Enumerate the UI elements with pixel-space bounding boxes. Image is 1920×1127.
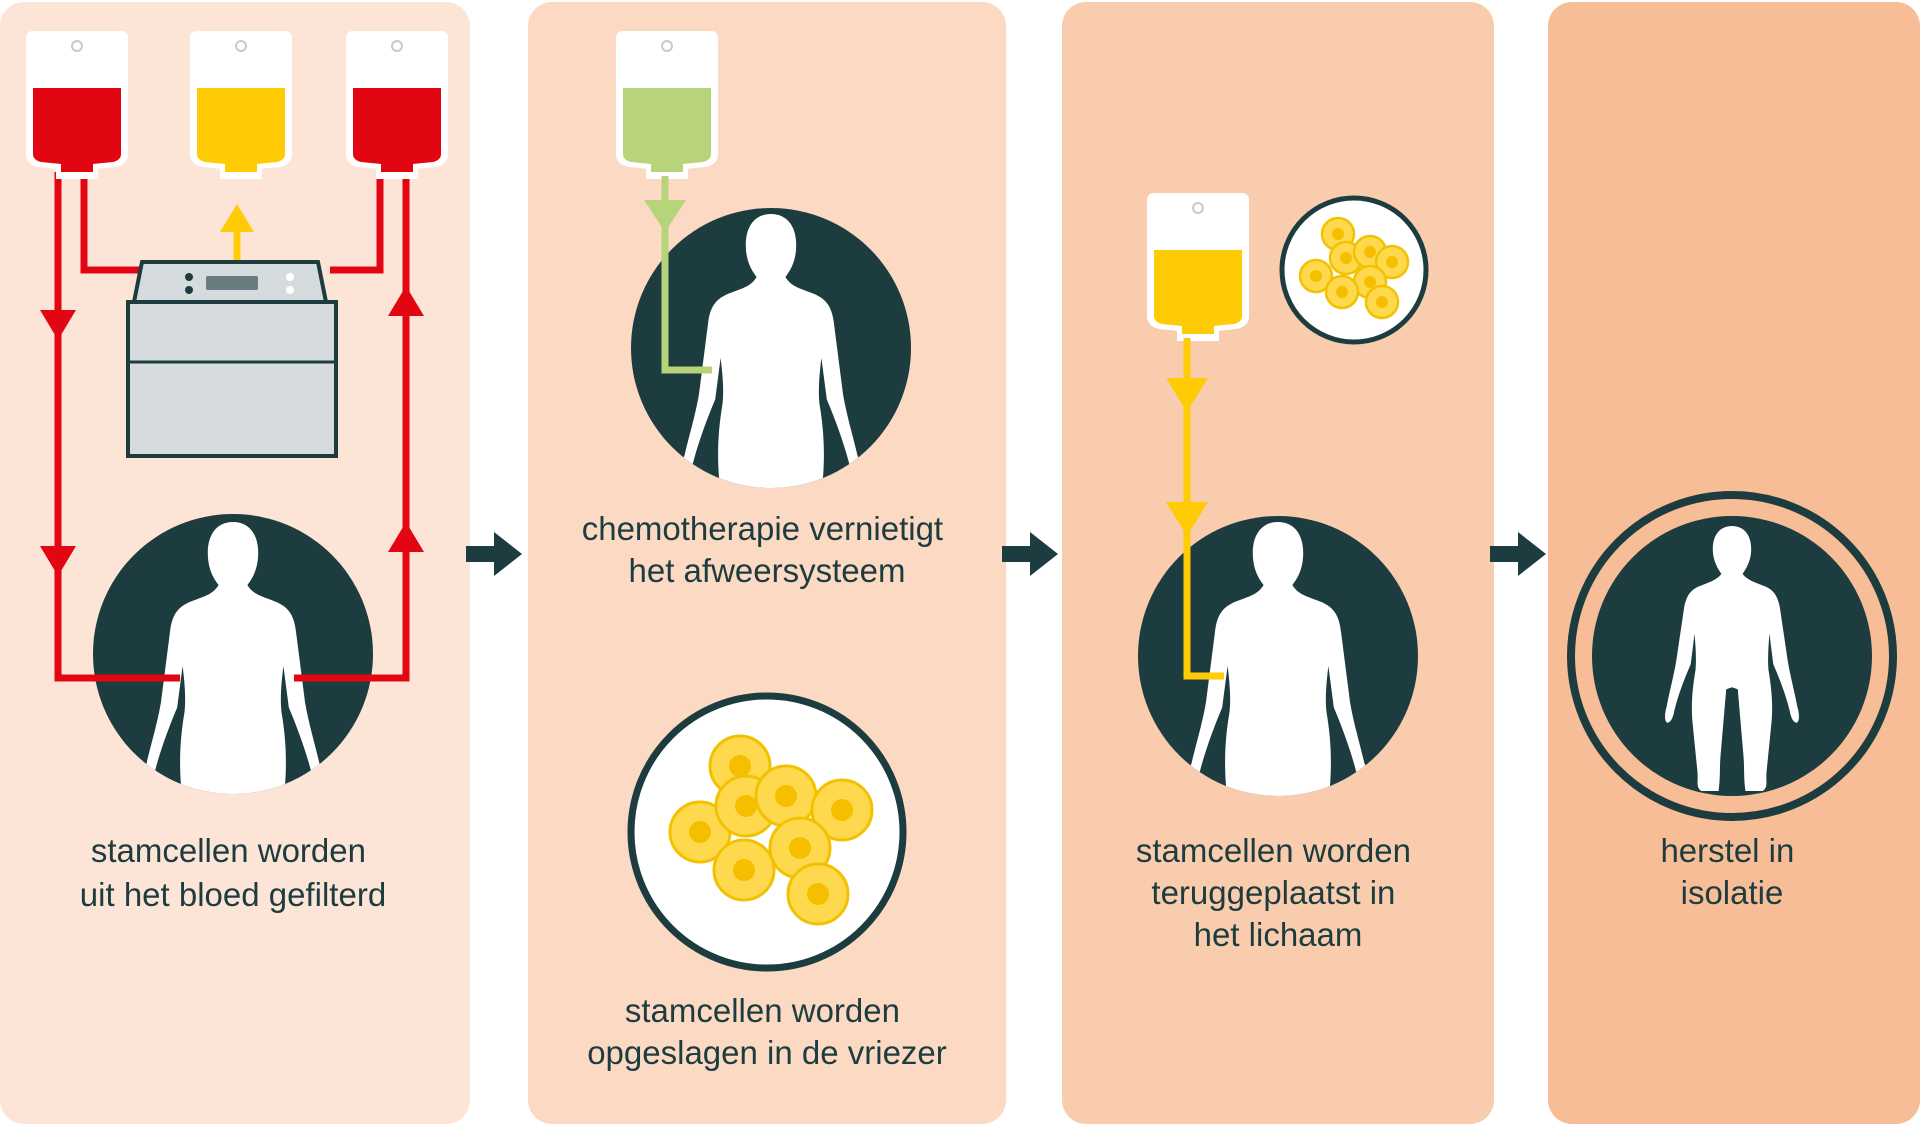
plasma-line (220, 204, 254, 262)
isolation-ring-icon (1567, 491, 1897, 821)
caption-freeze-line-2: opgeslagen in de vriezer (587, 1034, 947, 1071)
caption-reinfuse-line-3: het lichaam (1194, 916, 1363, 953)
plasma-bag-icon (193, 34, 289, 176)
arrow-right-icon (1002, 532, 1058, 576)
svg-text:stamcellen worden uit het: stamcellen worden uit het bloed gefilter… (80, 832, 386, 913)
caption-freeze-line-1: stamcellen worden (625, 992, 900, 1029)
blood-bag-icon (29, 34, 125, 176)
svg-text:herstel in isolatie: herstel in isolatie (1660, 832, 1803, 911)
caption-recovery-line-2: isolatie (1681, 874, 1784, 911)
caption-collect-line-1: stamcellen worden (91, 832, 366, 869)
patient-reinfuse (1138, 516, 1418, 796)
caption-reinfuse-line-1: stamcellen worden (1136, 832, 1411, 869)
flow-arrows-red (40, 286, 424, 576)
reinfusion-line (1166, 338, 1224, 680)
blood-bag-icon (349, 34, 445, 176)
caption-chemo-line-1: chemotherapie vernietigt (582, 510, 943, 547)
apheresis-machine-icon (126, 260, 338, 458)
patient-chemo (631, 208, 911, 488)
caption-reinfuse-line-2: teruggeplaatst in (1151, 874, 1395, 911)
patient-collect (58, 514, 406, 794)
arrow-right-icon (1490, 532, 1546, 576)
svg-text:stamcellen worden teruggep: stamcellen worden teruggeplaatst in het … (1136, 832, 1420, 953)
stem-cells-icon (1279, 195, 1429, 345)
svg-text:chemotherapie vernietigt h: chemotherapie vernietigt het afweersyste… (582, 510, 953, 589)
svg-text:stamcellen worden opgeslag: stamcellen worden opgeslagen in de vriez… (587, 992, 947, 1071)
arrow-right-icon (466, 532, 522, 576)
chemo-bag-icon (619, 34, 715, 176)
caption-chemo-line-2: het afweersysteem (629, 552, 906, 589)
caption-collect-line-2: uit het bloed gefilterd (80, 876, 386, 913)
chemo-line (644, 176, 712, 374)
stem-cells-icon (627, 692, 907, 972)
caption-recovery-line-1: herstel in (1660, 832, 1794, 869)
stem-cell-bag-icon (1150, 196, 1246, 338)
